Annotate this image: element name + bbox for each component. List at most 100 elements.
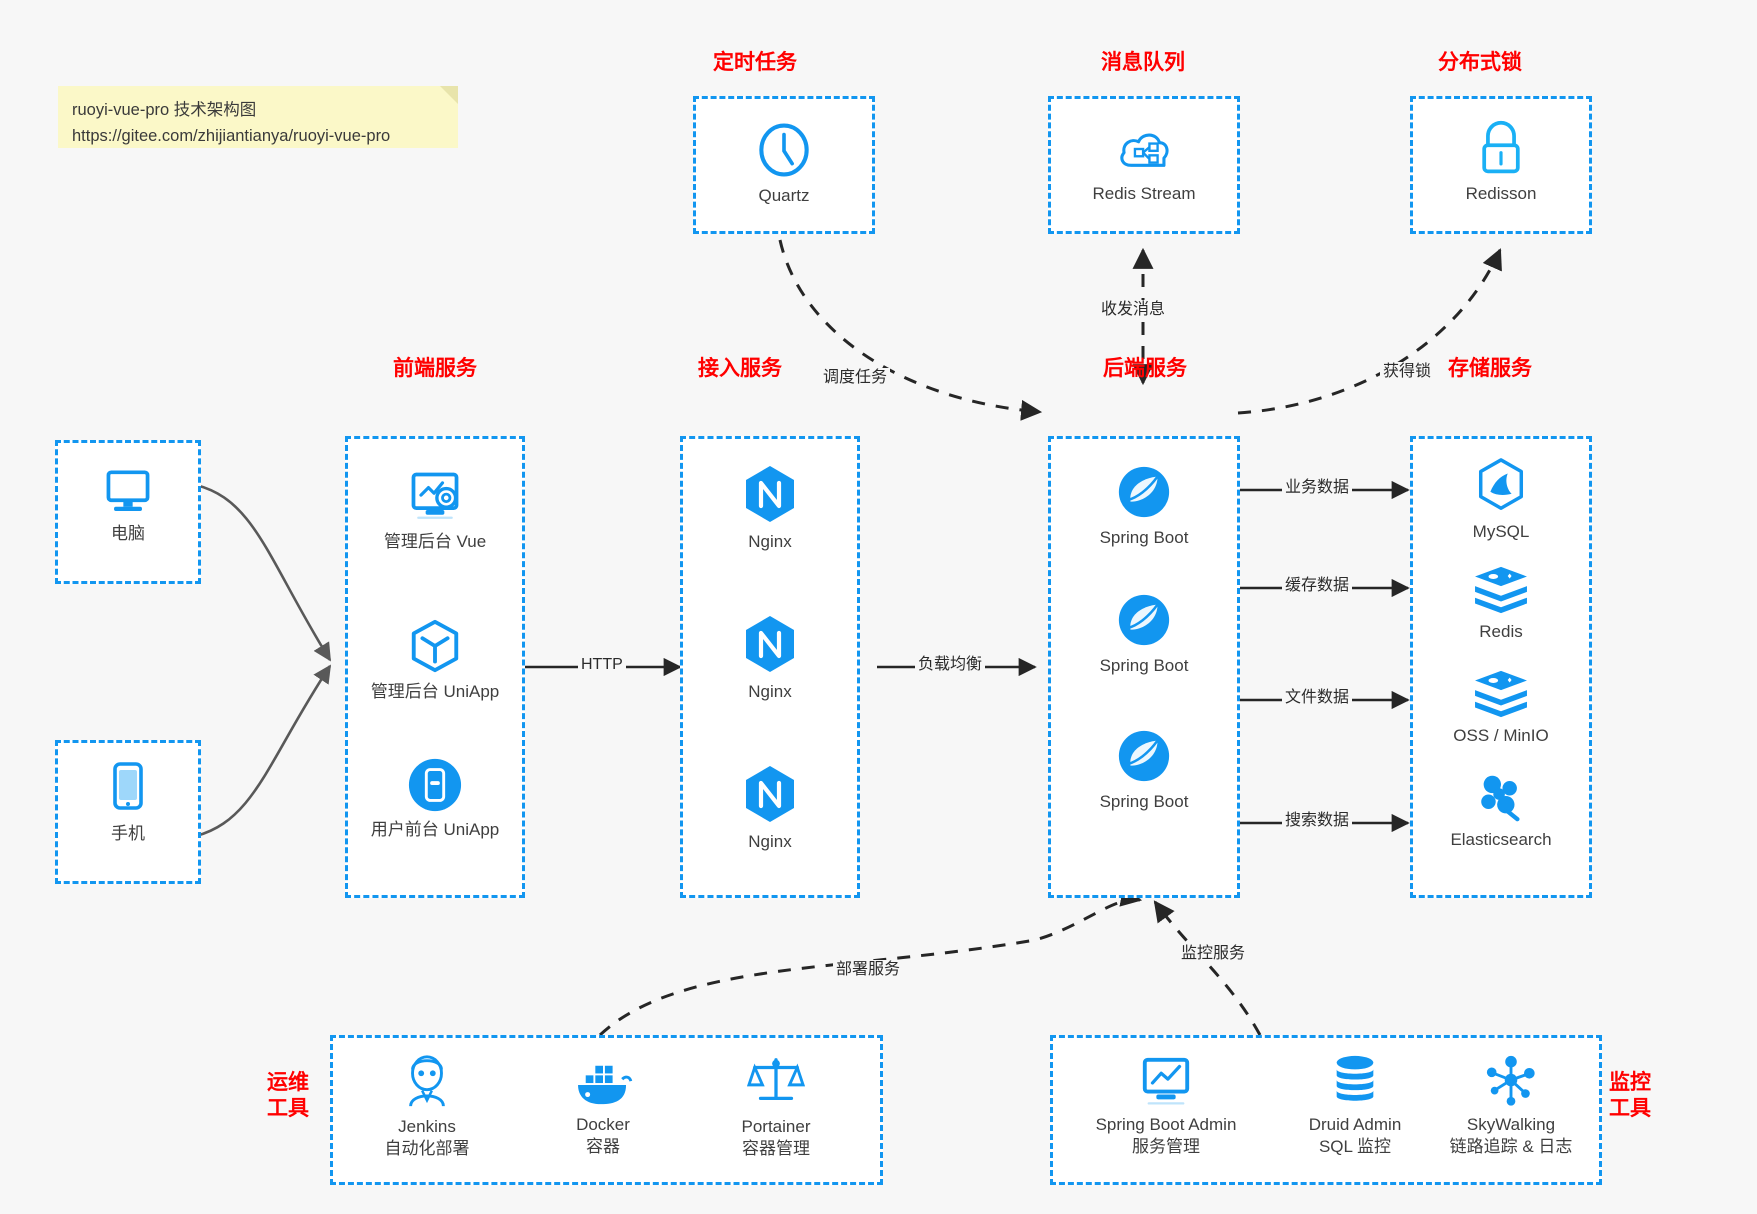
- node-user-uniapp[interactable]: 用户前台 UniApp: [348, 757, 522, 841]
- node-redis[interactable]: Redis: [1413, 565, 1589, 643]
- node-label: Druid Admin: [1308, 1115, 1402, 1134]
- node-label: Spring Boot Admin: [1095, 1115, 1237, 1134]
- node-druid-admin[interactable]: Druid Admin SQL 监控: [1275, 1054, 1435, 1159]
- monitor-title-line2: 工具: [1609, 1097, 1651, 1121]
- group-box-backend: Spring Boot Spring Boot Spring Boot: [1048, 436, 1240, 898]
- node-phone[interactable]: 手机: [58, 759, 198, 845]
- group-title-message-queue: 消息队列: [1101, 51, 1185, 74]
- edge-label-http: HTTP: [578, 655, 626, 675]
- node-label: 用户前台 UniApp: [370, 820, 500, 839]
- node-sublabel: 服务管理: [1132, 1137, 1200, 1157]
- node-admin-uniapp[interactable]: 管理后台 UniApp: [348, 617, 522, 703]
- cloud-network-icon: [1120, 133, 1169, 167]
- node-sublabel: SQL 监控: [1318, 1137, 1392, 1157]
- group-box-message-queue: Redis Stream: [1048, 96, 1240, 234]
- edge-label-search-data: 搜索数据: [1282, 811, 1353, 831]
- cube-icon: [411, 619, 459, 673]
- node-nginx-2[interactable]: Nginx: [683, 613, 857, 703]
- ops-title-line2: 工具: [267, 1097, 309, 1121]
- desktop-icon: [106, 470, 150, 511]
- node-label: Nginx: [748, 832, 792, 851]
- edge-label-business-data: 业务数据: [1282, 478, 1353, 498]
- edge-label-cache-data: 缓存数据: [1282, 576, 1353, 596]
- edge-backend-to-redisson: [1237, 248, 1502, 415]
- node-sublabel: 自动化部署: [384, 1139, 470, 1159]
- edge-label-monitor-service: 监控服务: [1178, 944, 1249, 964]
- edge-label-file-data: 文件数据: [1282, 688, 1353, 708]
- lock-icon: [1482, 120, 1520, 174]
- node-skywalking[interactable]: SkyWalking 链路追踪 & 日志: [1421, 1054, 1601, 1159]
- edge-label-load-balance: 负载均衡: [915, 655, 986, 675]
- node-sublabel: 链路追踪 & 日志: [1449, 1137, 1573, 1157]
- edge-label-schedule-task: 调度任务: [820, 368, 891, 388]
- database-icon: [1336, 1055, 1374, 1101]
- edge-phone-to-frontend: [195, 664, 332, 838]
- node-oss-minio[interactable]: OSS / MinIO: [1413, 669, 1589, 747]
- node-mysql[interactable]: MySQL: [1413, 457, 1589, 543]
- node-portainer[interactable]: Portainer 容器管理: [696, 1052, 856, 1161]
- nginx-icon: [746, 466, 794, 522]
- node-label: Spring Boot: [1099, 656, 1189, 675]
- group-box-client-phone: 手机: [55, 740, 201, 884]
- group-box-distributed-lock: Redisson: [1410, 96, 1592, 234]
- elasticsearch-icon: [1481, 775, 1520, 822]
- group-title-gateway: 接入服务: [698, 357, 782, 380]
- edge-quartz-to-backend: [778, 239, 1043, 421]
- group-title-ops-tools: 运维 工具: [258, 1070, 318, 1123]
- node-label: Elasticsearch: [1450, 830, 1552, 849]
- oss-minio-icon: [1475, 670, 1527, 718]
- node-redis-stream[interactable]: Redis Stream: [1051, 121, 1237, 205]
- docker-icon: [578, 1065, 633, 1105]
- note-url: https://gitee.com/zhijiantianya/ruoyi-vu…: [72, 126, 391, 145]
- node-redisson[interactable]: Redisson: [1413, 119, 1589, 205]
- node-label: Nginx: [748, 682, 792, 701]
- dashboard-gear-icon: [411, 472, 459, 519]
- node-spring-boot-1[interactable]: Spring Boot: [1051, 463, 1237, 549]
- jenkins-icon: [409, 1055, 445, 1107]
- ops-title-line1: 运维: [267, 1071, 309, 1094]
- group-title-frontend: 前端服务: [393, 357, 477, 380]
- spring-boot-icon: [1118, 466, 1170, 518]
- nginx-icon: [746, 616, 794, 672]
- spring-boot-icon: [1118, 730, 1170, 782]
- node-label: Redis Stream: [1092, 184, 1196, 203]
- node-label: Docker: [576, 1115, 630, 1134]
- monitor-title-line1: 监控: [1609, 1071, 1651, 1094]
- node-label: 管理后台 Vue: [383, 532, 487, 551]
- group-box-scheduled-task: Quartz: [693, 96, 875, 234]
- node-nginx-3[interactable]: Nginx: [683, 763, 857, 853]
- node-label: MySQL: [1472, 522, 1530, 541]
- node-desktop[interactable]: 电脑: [58, 463, 198, 545]
- node-quartz[interactable]: Quartz: [696, 121, 872, 207]
- node-label: Nginx: [748, 532, 792, 551]
- node-docker[interactable]: Docker 容器: [523, 1060, 683, 1159]
- node-sublabel: 容器: [586, 1137, 620, 1157]
- skywalking-icon: [1486, 1055, 1535, 1106]
- node-label: Redis: [1479, 622, 1523, 641]
- diagram-note: ruoyi-vue-pro 技术架构图 https://gitee.com/zh…: [58, 86, 458, 148]
- node-admin-vue[interactable]: 管理后台 Vue: [348, 467, 522, 553]
- group-box-client-desktop: 电脑: [55, 440, 201, 584]
- clock-icon: [759, 123, 809, 177]
- edge-label-deploy-service: 部署服务: [833, 960, 904, 980]
- monitor-screen-icon: [1142, 1057, 1190, 1105]
- note-fold-icon: [440, 86, 458, 104]
- mobile-app-icon: [408, 758, 462, 812]
- group-box-ops-tools: Jenkins 自动化部署 Docker 容器: [330, 1035, 883, 1185]
- node-nginx-1[interactable]: Nginx: [683, 463, 857, 553]
- node-spring-boot-2[interactable]: Spring Boot: [1051, 591, 1237, 677]
- node-label: 手机: [111, 824, 145, 843]
- group-box-frontend: 管理后台 Vue 管理后台 UniApp 用户前台 UniApp: [345, 436, 525, 898]
- node-spring-boot-admin[interactable]: Spring Boot Admin 服务管理: [1059, 1054, 1273, 1159]
- group-box-monitor-tools: Spring Boot Admin 服务管理 Druid Admin SQL 监…: [1050, 1035, 1602, 1185]
- group-box-gateway: Nginx Nginx Nginx: [680, 436, 860, 898]
- node-label: 管理后台 UniApp: [370, 682, 500, 701]
- node-spring-boot-3[interactable]: Spring Boot: [1051, 727, 1237, 813]
- node-sublabel: 容器管理: [742, 1139, 810, 1159]
- group-box-storage: MySQL Redis OSS / MinIO: [1410, 436, 1592, 898]
- group-title-distributed-lock: 分布式锁: [1438, 51, 1522, 74]
- node-jenkins[interactable]: Jenkins 自动化部署: [347, 1052, 507, 1161]
- node-elasticsearch[interactable]: Elasticsearch: [1413, 769, 1589, 851]
- phone-icon: [113, 762, 143, 810]
